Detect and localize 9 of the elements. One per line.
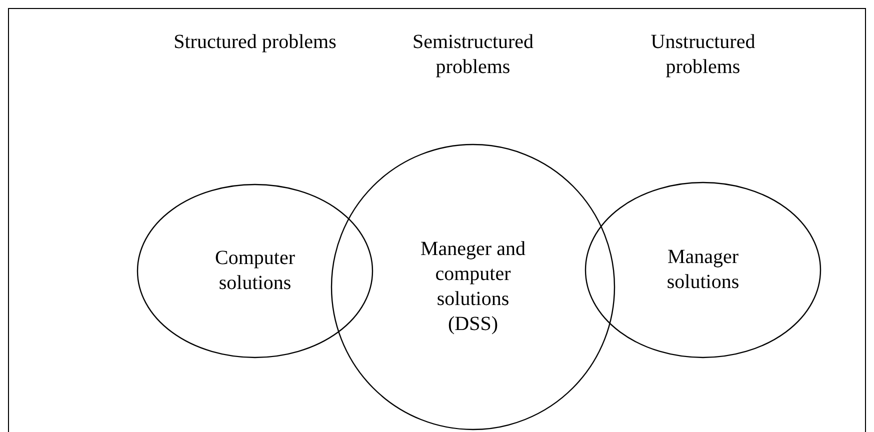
column-heading: Structured problems: [172, 30, 338, 55]
ellipse-node: [331, 144, 615, 430]
ellipse-node: [585, 182, 821, 358]
column-heading: Semistructured problems: [411, 30, 535, 80]
column-heading: Unstructured problems: [650, 30, 756, 80]
node-text: Computer solutions: [214, 246, 296, 296]
node-text: Manager solutions: [666, 245, 740, 295]
ellipse-node: [137, 184, 373, 358]
node-text: Maneger and computer solutions (DSS): [420, 237, 526, 337]
